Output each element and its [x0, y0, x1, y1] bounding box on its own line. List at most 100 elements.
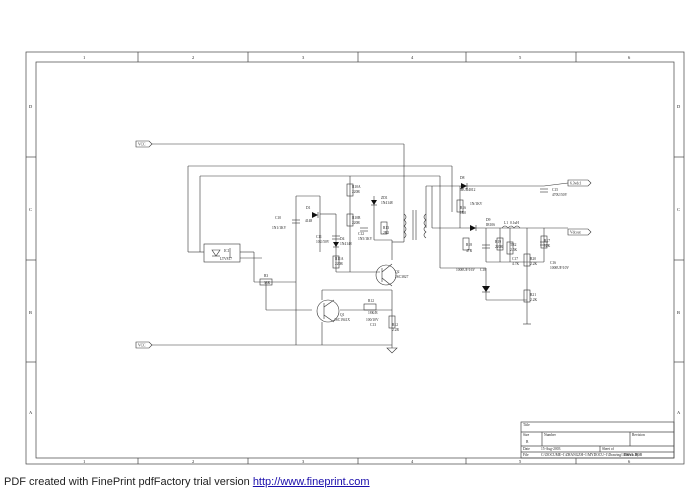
svg-text:C12: C12 — [358, 232, 364, 236]
svg-text:6.3vdc1: 6.3vdc1 — [570, 182, 582, 186]
schematic-sheet: 1 2 3 4 5 6 1 2 3 4 5 6 D C B A D C B A … — [25, 51, 685, 465]
svg-text:1N4148: 1N4148 — [381, 201, 393, 205]
svg-text:R12: R12 — [392, 323, 398, 327]
svg-text:220R: 220R — [352, 221, 360, 225]
svg-text:1N5/1KV: 1N5/1KV — [358, 237, 373, 241]
c12-capacitor: C12 1N5/1KV — [358, 227, 373, 241]
zone-col-2-bottom: 2 — [192, 459, 194, 464]
svg-text:R16: R16 — [460, 206, 466, 210]
c10-capacitor: C10 1N1/1KV — [272, 216, 300, 230]
svg-text:R10A: R10A — [352, 185, 361, 189]
svg-text:1R0: 1R0 — [460, 211, 466, 215]
r13-resistor: R13 2R2 — [380, 221, 389, 235]
svg-text:IR106: IR106 — [486, 223, 495, 227]
svg-text:10U/50V: 10U/50V — [316, 240, 330, 244]
svg-text:R21: R21 — [530, 293, 536, 297]
r17-resistor: R17 12K — [540, 235, 551, 249]
ic1-optocoupler: IC1 LTV817 — [203, 243, 241, 263]
ground-symbol-2 — [523, 322, 531, 325]
zone-col-5-top: 5 — [519, 55, 522, 60]
d8-diode: D8 MUR4012 — [460, 176, 476, 192]
svg-text:Q2: Q2 — [395, 270, 400, 274]
svg-text:2.5K: 2.5K — [510, 248, 517, 252]
r18-resistor: R18 47R — [462, 237, 473, 253]
size-label: Size — [523, 433, 530, 437]
out1-port: 6.3vdc1 — [567, 179, 592, 187]
svg-text:0.1uH: 0.1uH — [510, 221, 519, 225]
zone-dividers — [26, 52, 684, 464]
c17-capacitor: C17 4.7K — [512, 257, 519, 266]
c11-capacitor: C11 10U/50V — [316, 235, 340, 244]
zone-row-d-right: D — [677, 104, 681, 109]
vcc-top-port: VCC — [135, 140, 153, 148]
footer-link[interactable]: http://www.fineprint.com — [252, 476, 370, 488]
svg-text:C10: C10 — [275, 216, 281, 220]
sheet-label: Sheet of — [602, 447, 615, 451]
revision-label: Revision — [632, 433, 645, 437]
svg-text:18K/R: 18K/R — [368, 311, 378, 315]
zone-col-2-top: 2 — [192, 55, 194, 60]
svg-text:L1: L1 — [504, 221, 508, 225]
svg-text:MUR4012: MUR4012 — [460, 188, 476, 192]
svg-text:100/10V: 100/10V — [366, 318, 379, 322]
svg-text:1000UF/16V: 1000UF/16V — [456, 268, 475, 272]
svg-text:C15: C15 — [552, 188, 558, 192]
r12-resistor: R12 18K/R — [363, 299, 378, 315]
zone-row-c-right: C — [677, 207, 680, 212]
r20-resistor: R20 2.2K — [523, 253, 537, 267]
svg-text:D4: D4 — [340, 237, 345, 241]
inner-frame — [35, 61, 675, 459]
svg-text:1N4148: 1N4148 — [340, 242, 352, 246]
title-block: Title Size B Number Revision Date 15-Aug… — [520, 421, 675, 459]
svg-text:220R: 220R — [495, 245, 503, 249]
tr2-trimmer: TR2 2.5K — [506, 241, 517, 255]
r19-resistor: R19 220R — [495, 237, 503, 251]
zone-row-d-left: D — [29, 104, 33, 109]
r3-resistor: R3 33K — [259, 274, 273, 286]
svg-text:4148: 4148 — [305, 219, 312, 223]
svg-text:C13: C13 — [370, 323, 376, 327]
svg-text:2SC3827: 2SC3827 — [395, 275, 409, 279]
c13-capacitor: 100/10V C13 — [366, 318, 379, 327]
r12b-resistor: R12 2.2R — [388, 315, 399, 332]
zone-col-1-top: 1 — [83, 55, 85, 60]
svg-text:IC1: IC1 — [224, 249, 230, 253]
zone-row-b-left: B — [29, 310, 32, 315]
zone-col-3-top: 3 — [302, 55, 305, 60]
svg-text:4.7K: 4.7K — [512, 262, 519, 266]
d4-diode: D4 1N4148 — [333, 237, 352, 248]
svg-text:2R2: 2R2 — [383, 231, 389, 235]
transformer — [403, 210, 427, 240]
svg-text:C17: C17 — [512, 257, 518, 261]
c18-capacitor: 1000UF/16V C18 — [456, 244, 490, 272]
date-value: 15-Aug-2003 — [541, 447, 561, 451]
zone-col-4-top: 4 — [411, 55, 414, 60]
l1-inductor: L1 0.1uH — [501, 221, 521, 229]
footer-text: PDF created with FinePrint pdfFactory tr… — [4, 476, 253, 488]
drawn-by-label: Drawn By: — [624, 453, 640, 457]
svg-text:R18: R18 — [466, 243, 472, 247]
zone-row-c-left: C — [29, 207, 32, 212]
svg-text:1N1/1KV: 1N1/1KV — [272, 226, 287, 230]
r10b-resistor: R10B 220R — [346, 213, 361, 227]
outer-frame — [25, 51, 685, 465]
svg-text:R17: R17 — [544, 239, 550, 243]
svg-text:2.2K: 2.2K — [530, 298, 537, 302]
d1-diode: D1 4148 — [305, 206, 319, 223]
svg-text:C18: C18 — [480, 268, 486, 272]
svg-text:R10B: R10B — [352, 216, 361, 220]
svg-text:R19: R19 — [495, 240, 501, 244]
q2-transistor: Q2 2SC3827 — [375, 263, 409, 287]
file-value: C:\DOCUME~1\ZHANGZH~1\MYDOCU~1\Drawing\1… — [541, 453, 643, 457]
svg-text:2SC1941X: 2SC1941X — [334, 318, 350, 322]
svg-text:1000UF/10V: 1000UF/10V — [550, 266, 569, 270]
svg-text:220R: 220R — [335, 262, 343, 266]
zone-col-6-bottom: 6 — [628, 459, 631, 464]
vcc-bottom-port: VCC — [135, 341, 153, 349]
svg-text:R20: R20 — [530, 257, 536, 261]
svg-text:R12: R12 — [368, 299, 374, 303]
zone-col-5-bottom: 5 — [519, 459, 522, 464]
r21-resistor: R21 2.2K — [523, 289, 537, 303]
pdf-footer: PDF created with FinePrint pdfFactory tr… — [4, 476, 370, 488]
zone-row-a-left: A — [29, 410, 33, 415]
